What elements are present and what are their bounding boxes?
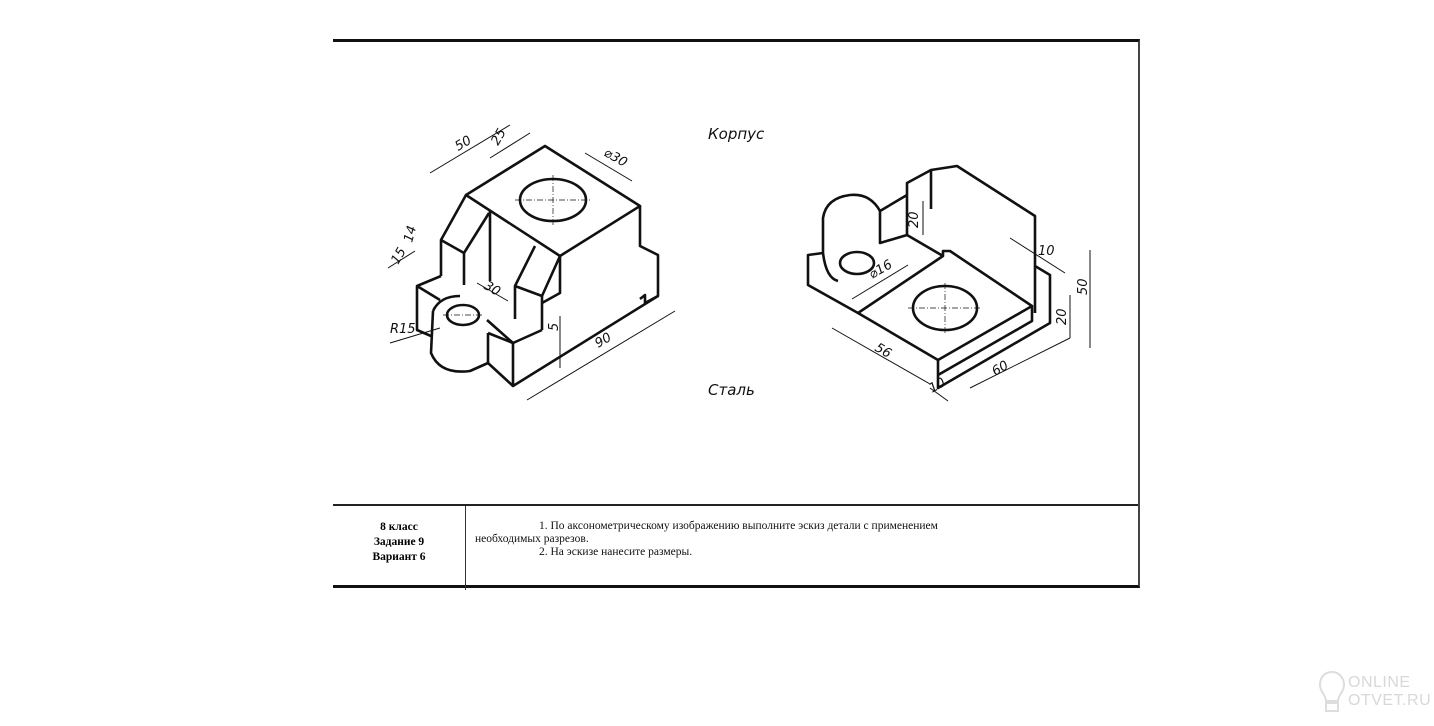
front-edge bbox=[541, 256, 562, 305]
base-plate-top bbox=[416, 284, 441, 302]
right-rib bbox=[513, 245, 537, 319]
drawing-sheet: Корпус Сталь bbox=[333, 39, 1140, 590]
cylinder-arc bbox=[821, 252, 839, 283]
instruction-1-line-1: 1. По аксонометрическому изображению вып… bbox=[539, 520, 938, 532]
part-name: Корпус bbox=[708, 125, 765, 143]
plate-top bbox=[856, 233, 1034, 362]
material-label: Сталь bbox=[708, 381, 755, 399]
bottom-edge bbox=[511, 294, 659, 388]
dim-line-15 bbox=[387, 250, 416, 269]
dim-line-r15 bbox=[389, 327, 441, 344]
dim-line-90 bbox=[526, 310, 676, 401]
dim-line-50 bbox=[429, 124, 511, 174]
left-rib-slope bbox=[440, 212, 491, 255]
plate-step bbox=[937, 306, 1034, 377]
dim-line-d30 bbox=[584, 152, 633, 182]
instruction-2: 2. На эскизе нанесите размеры. bbox=[539, 546, 693, 558]
dim-56: 56 bbox=[872, 340, 894, 361]
cylinder-outline bbox=[806, 193, 882, 315]
dim-15: 15 bbox=[388, 245, 409, 267]
technical-drawing: Корпус Сталь bbox=[387, 124, 1091, 402]
task-caption: 8 класс Задание 9 Вариант 6 1. По аксоно… bbox=[333, 504, 1138, 590]
watermark-line-2: OTVET.RU bbox=[1348, 692, 1432, 709]
dim-r15: R15 bbox=[390, 322, 416, 337]
dim-5: 5 bbox=[547, 323, 562, 331]
outline-back-right bbox=[905, 164, 1052, 390]
dim-25: 25 bbox=[488, 126, 509, 148]
grade-label: 8 класс bbox=[380, 521, 418, 533]
left-rib bbox=[439, 194, 468, 276]
variant-label: Вариант 6 bbox=[372, 551, 426, 563]
boss-arc bbox=[431, 294, 461, 312]
right-face-edge bbox=[638, 206, 660, 305]
dim-30: 30 bbox=[481, 278, 503, 299]
base-plate-front bbox=[486, 319, 543, 345]
dim-20-top: 20 bbox=[907, 211, 922, 228]
dim-10b: 10 bbox=[927, 375, 949, 396]
dim-line-10 bbox=[1009, 237, 1066, 274]
boss-cylinder bbox=[429, 310, 490, 373]
dim-60: 60 bbox=[990, 358, 1012, 379]
task-instructions: 1. По аксонометрическому изображению вып… bbox=[475, 520, 1107, 559]
task-identifier: 8 класс Задание 9 Вариант 6 bbox=[333, 506, 466, 590]
dim-d16: ⌀16 bbox=[867, 257, 896, 282]
dim-90: 90 bbox=[593, 330, 615, 351]
wall-left bbox=[878, 193, 909, 245]
watermark: ONLINE OTVET.RU bbox=[1318, 670, 1432, 720]
dim-10: 10 bbox=[1038, 244, 1055, 259]
dim-line-56 bbox=[831, 327, 931, 385]
right-isometric-view: 20 10 ⌀16 50 20 56 10 60 bbox=[806, 164, 1091, 402]
left-isometric-view: 50 25 ⌀30 14 15 30 R15 5 90 bbox=[387, 124, 676, 401]
dim-line-d16 bbox=[851, 264, 909, 300]
dim-20: 20 bbox=[1055, 308, 1070, 325]
dim-line-25 bbox=[489, 132, 531, 159]
dim-line-10b bbox=[929, 387, 949, 402]
small-hole bbox=[838, 250, 876, 276]
boss-edge bbox=[487, 362, 514, 387]
task-label: Задание 9 bbox=[373, 536, 425, 548]
dim-line-30 bbox=[476, 282, 509, 302]
watermark-line-1: ONLINE bbox=[1348, 674, 1411, 691]
dim-14: 14 bbox=[401, 224, 420, 244]
dim-line-60 bbox=[969, 337, 1071, 389]
instruction-1-line-2: необходимых разрезов. bbox=[475, 533, 589, 545]
dim-d30: ⌀30 bbox=[601, 145, 630, 170]
right-rib-slope bbox=[514, 255, 562, 298]
boss-top bbox=[487, 331, 514, 345]
dim-50: 50 bbox=[1076, 278, 1091, 295]
dim-50: 50 bbox=[453, 133, 475, 154]
lightbulb-icon bbox=[1318, 670, 1346, 712]
instruction-1: 1. По аксонометрическому изображению вып… bbox=[475, 520, 1107, 533]
